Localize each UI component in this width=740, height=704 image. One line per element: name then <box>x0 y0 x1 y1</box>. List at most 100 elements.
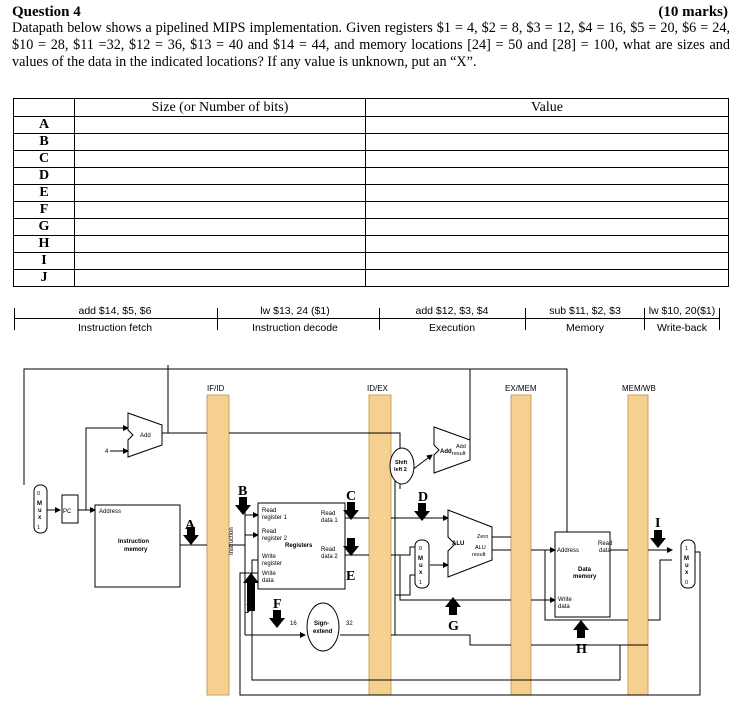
row-label: F <box>13 201 75 219</box>
value-cell[interactable] <box>365 218 729 236</box>
stage-id-instruction: lw $13, 24 ($1) <box>260 305 330 317</box>
question-header: Question 4 (10 marks) <box>12 4 728 22</box>
row-label: I <box>13 252 75 270</box>
stage-ex-name: Execution <box>428 322 476 334</box>
probe-e-label: E <box>346 569 355 584</box>
size-cell[interactable] <box>74 184 366 202</box>
size-cell[interactable] <box>74 167 366 185</box>
value-cell[interactable] <box>365 133 729 151</box>
stage-tick <box>379 308 380 330</box>
row-label: J <box>13 269 75 287</box>
constant-four: 4 <box>105 449 109 455</box>
probe-c-label: C <box>346 489 356 504</box>
add-result-2: result <box>452 451 466 457</box>
size-cell[interactable] <box>74 201 366 219</box>
stage-mem-name: Memory <box>566 322 604 334</box>
pc-mux <box>33 484 48 534</box>
wb-mux-m: M <box>684 556 689 562</box>
dmem-read-data-a: Read <box>598 541 612 547</box>
ifid-register <box>206 394 230 696</box>
probe-e-arrow <box>343 538 359 556</box>
pc-label: PC <box>63 509 72 515</box>
answer-row: I <box>13 252 729 270</box>
probe-h-arrow <box>573 620 589 638</box>
wb-mux-x: x <box>685 570 689 576</box>
rf-read-reg2-b: register 2 <box>262 536 288 542</box>
row-label: C <box>13 150 75 168</box>
size-cell[interactable] <box>74 116 366 134</box>
alu-mux-x: x <box>419 570 423 576</box>
probe-i-label: I <box>655 516 660 531</box>
size-cell[interactable] <box>74 269 366 287</box>
imem-address: Address <box>99 509 121 515</box>
rf-read-data2-b: data 2 <box>321 554 338 560</box>
row-label: A <box>13 116 75 134</box>
stage-tick <box>217 308 218 330</box>
writeback-mux <box>680 539 696 589</box>
imem-label-1: Instruction <box>118 539 149 545</box>
bits-16: 16 <box>290 621 297 627</box>
pc-adder-label: Add <box>140 433 151 439</box>
question-body: Datapath below shows a pipelined MIPS im… <box>12 20 730 70</box>
probe-g-arrow <box>445 597 461 615</box>
probe-j-label: J <box>244 602 251 617</box>
idex-register <box>368 394 392 696</box>
size-header: Size (or Number of bits) <box>74 98 366 117</box>
size-cell[interactable] <box>74 150 366 168</box>
rf-write-reg-a: Write <box>262 554 277 560</box>
value-cell[interactable] <box>365 201 729 219</box>
answer-row: J <box>13 269 729 287</box>
stage-line <box>14 318 720 319</box>
value-cell[interactable] <box>365 252 729 270</box>
rf-write-data-b: data <box>262 578 274 584</box>
mux-input-0: 0 <box>37 491 40 497</box>
value-cell[interactable] <box>365 150 729 168</box>
mux-input-1: 1 <box>37 525 40 531</box>
probe-g-label: G <box>448 619 459 634</box>
row-label: H <box>13 235 75 253</box>
stage-mem-instruction: sub $11, $2, $3 <box>549 305 621 317</box>
dmem-address: Address <box>557 548 579 554</box>
rf-read-reg2-a: Read <box>262 529 276 535</box>
probe-d-arrow <box>414 503 430 521</box>
mux-m: M <box>37 501 42 507</box>
value-cell[interactable] <box>365 184 729 202</box>
answer-row: F <box>13 201 729 219</box>
size-cell[interactable] <box>74 133 366 151</box>
add-result-1: Add <box>456 444 466 450</box>
size-cell[interactable] <box>74 235 366 253</box>
instruction-memory <box>94 504 181 588</box>
answer-row: A <box>13 116 729 134</box>
value-cell[interactable] <box>365 269 729 287</box>
stage-if-name: Instruction fetch <box>77 322 153 334</box>
alu-label: ALU <box>452 541 464 547</box>
question-marks: (10 marks) <box>658 4 728 20</box>
rf-read-data1-a: Read <box>321 511 335 517</box>
size-cell[interactable] <box>74 252 366 270</box>
rf-read-reg1-a: Read <box>262 508 276 514</box>
row-label: D <box>13 167 75 185</box>
sign-extend-label-2: extend <box>313 629 333 635</box>
shift-left-unit <box>389 447 415 485</box>
answer-row: H <box>13 235 729 253</box>
dmem-write-data-a: Write <box>558 597 573 603</box>
alu-mux-1: 1 <box>419 580 422 586</box>
data-memory <box>554 531 611 618</box>
dmem-write-data-b: data <box>558 604 570 610</box>
register-file <box>257 502 346 590</box>
value-cell[interactable] <box>365 235 729 253</box>
instruction-vertical-label: Instruction <box>229 527 235 555</box>
stage-wb-instruction: lw $10, 20($1) <box>648 305 716 317</box>
wb-mux-0: 0 <box>685 580 688 586</box>
value-cell[interactable] <box>365 167 729 185</box>
size-cell[interactable] <box>74 218 366 236</box>
probe-i-arrow <box>650 530 666 548</box>
value-cell[interactable] <box>365 116 729 134</box>
row-label: B <box>13 133 75 151</box>
alu-mux-m: M <box>418 556 423 562</box>
sign-extend-label-1: Sign- <box>314 621 329 627</box>
alu <box>447 509 493 578</box>
bits-32: 32 <box>346 621 353 627</box>
stage-tick <box>14 308 15 330</box>
shift-label-2: left 2 <box>394 467 407 473</box>
